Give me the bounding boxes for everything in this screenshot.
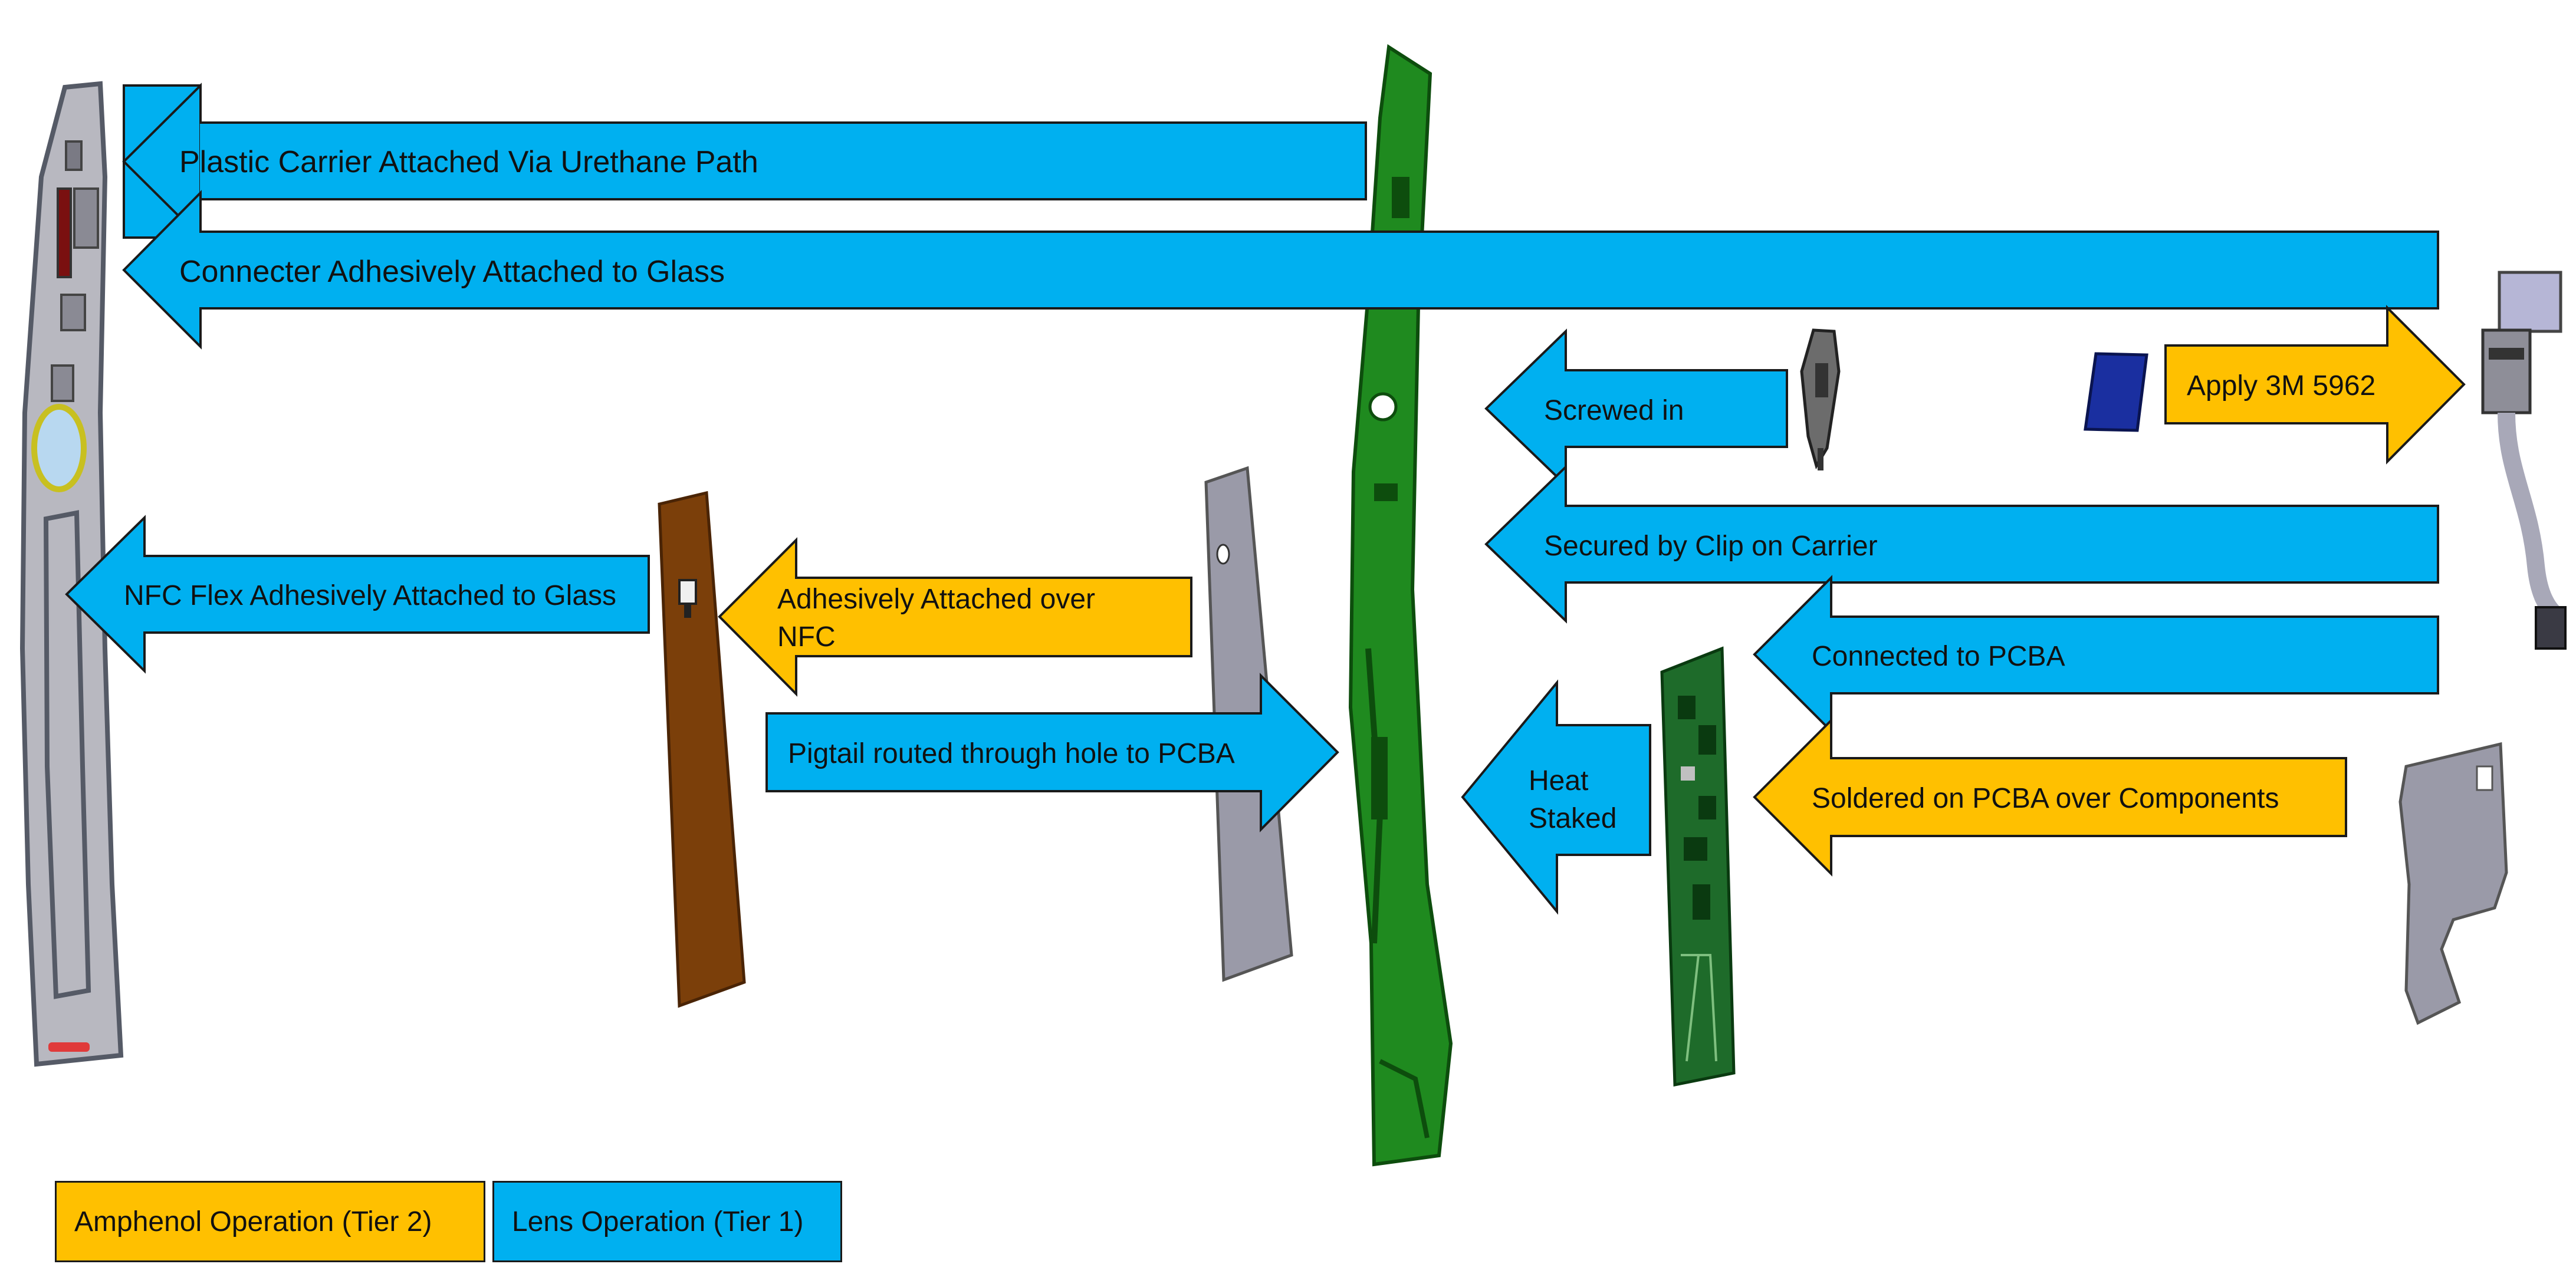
arrow-secured-clip-label: Secured by Clip on Carrier	[1544, 531, 1878, 562]
arrow-plastic-carrier-label: Plastic Carrier Attached Via Urethane Pa…	[179, 145, 758, 179]
arrow-soldered: Soldered on PCBA over Components	[1753, 717, 2347, 877]
arrow-connector-glass-label: Connecter Adhesively Attached to Glass	[179, 255, 725, 289]
arrow-adhesive-over-nfc: Adhesively Attached over NFC	[718, 537, 1192, 697]
arrow-apply-3m-label: Apply 3M 5962	[2187, 370, 2375, 401]
screw-clip-part	[1800, 328, 1841, 470]
legend-lens: Lens Operation (Tier 1)	[492, 1181, 842, 1262]
metal-bracket-part	[2398, 742, 2508, 1025]
arrow-secured-clip: Secured by Clip on Carrier	[1484, 464, 2439, 624]
arrow-screwed-in-label: Screwed in	[1544, 395, 1684, 426]
arrow-heat-staked: Heat Staked	[1461, 679, 1651, 915]
legend-amphenol: Amphenol Operation (Tier 2)	[55, 1181, 485, 1262]
arrow-connected-pcba-label: Connected to PCBA	[1812, 641, 2065, 672]
arrow-pigtail-label: Pigtail routed through hole to PCBA	[788, 738, 1235, 769]
arrow-plastic-carrier: Plastic Carrier Attached Via Urethane Pa…	[122, 83, 1367, 241]
arrow-nfc-flex: NFC Flex Adhesively Attached to Glass	[65, 515, 650, 674]
arrow-connected-pcba: Connected to PCBA	[1753, 575, 2439, 734]
arrow-heat-staked-label-2: Staked	[1529, 803, 1616, 834]
pcba-board-part	[1660, 646, 1736, 1087]
arrow-soldered-label: Soldered on PCBA over Components	[1812, 783, 2279, 814]
adhesive-pad-part	[2084, 352, 2148, 432]
glass-lens-part	[19, 81, 124, 1067]
arrow-pigtail: Pigtail routed through hole to PCBA	[765, 673, 1339, 832]
arrow-nfc-flex-label: NFC Flex Adhesively Attached to Glass	[124, 580, 616, 611]
legend-amphenol-label: Amphenol Operation (Tier 2)	[74, 1206, 432, 1237]
nfc-flex-part	[658, 491, 746, 1008]
arrow-adhesive-over-nfc-label-1: Adhesively Attached over	[777, 584, 1095, 615]
arrow-heat-staked-label-1: Heat	[1529, 765, 1588, 796]
arrow-connector-glass: Connecter Adhesively Attached to Glass	[122, 190, 2439, 350]
arrow-screwed-in: Screwed in	[1484, 328, 1788, 488]
arrow-apply-3m: Apply 3M 5962	[2164, 305, 2466, 465]
plastic-carrier-part	[1348, 44, 1453, 1167]
connector-harness-part	[2481, 271, 2567, 650]
arrow-adhesive-over-nfc-label-2: NFC	[777, 621, 836, 653]
legend-lens-label: Lens Operation (Tier 1)	[512, 1206, 804, 1237]
